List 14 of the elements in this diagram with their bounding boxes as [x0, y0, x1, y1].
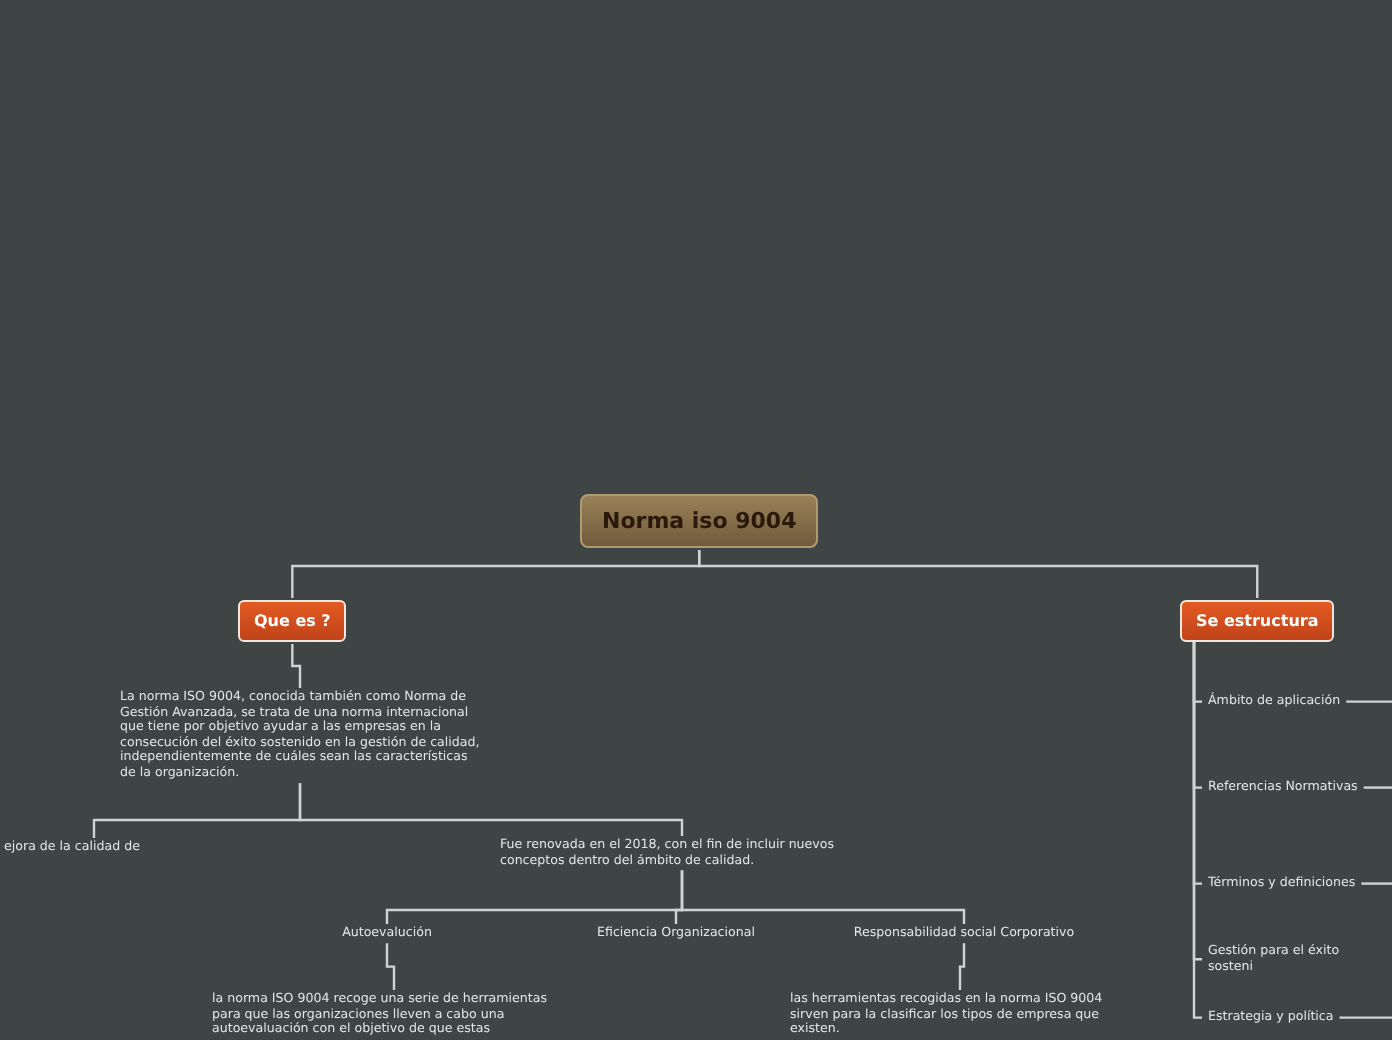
- connector-line: [385, 943, 396, 990]
- connector-line: [958, 943, 966, 990]
- topic-box: Que es ?: [238, 600, 347, 642]
- topic-box: Se estructura: [1180, 600, 1335, 642]
- central-topic: Norma iso 9004: [580, 494, 819, 548]
- connector-line: [291, 644, 302, 688]
- connector-line: [1192, 642, 1202, 1019]
- connector-line: [1361, 882, 1392, 885]
- connector-line: [698, 550, 1259, 598]
- connector-line: [680, 870, 966, 924]
- connector-line: [298, 783, 684, 836]
- connector-line: [1346, 700, 1392, 703]
- connector-line: [1363, 786, 1392, 789]
- connector-line: [1339, 1016, 1392, 1019]
